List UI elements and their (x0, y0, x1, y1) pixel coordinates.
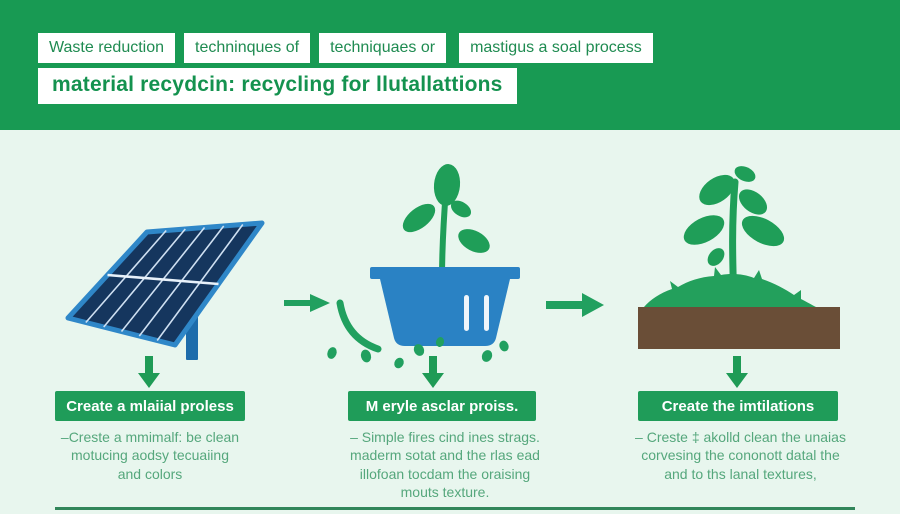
step1-caption: Create a mlaiial proless (55, 391, 245, 421)
step2-caption: M eryle asclar proiss. (348, 391, 536, 421)
step3-description: – Creste ‡ akolld clean the unaias corve… (635, 429, 846, 482)
plant-mound-icon (638, 166, 840, 349)
header-tag-row: Waste reduction techninques of techniqua… (38, 33, 653, 63)
grass-mound (644, 267, 816, 307)
right-arrow-icon (284, 294, 330, 312)
pot-highlight (464, 295, 469, 331)
down-arrow-icon (138, 356, 160, 388)
header-tag-3: techniquaes or (319, 33, 447, 63)
header-banner: Waste reduction techninques of techniqua… (0, 0, 900, 130)
step1-description: –Creste a mmimalf: be clean motucing aod… (60, 429, 240, 482)
header-tag-1: Waste reduction (38, 33, 176, 63)
bottom-divider (55, 507, 855, 510)
soil-block (638, 307, 840, 349)
page-title: material recydcin: recycling for llutall… (38, 68, 517, 104)
pot-highlight (484, 295, 489, 331)
step2-description: – Simple fires cind ines strags. maderm … (350, 429, 540, 501)
step3-caption: Create the imtilations (638, 391, 838, 421)
plant-leaves (683, 166, 785, 266)
solar-panel-icon (65, 220, 265, 360)
pour-arc (336, 299, 382, 353)
seedling-pot-icon (327, 164, 520, 369)
pot-body (380, 279, 510, 346)
header-tag-4: mastigus a soal process (459, 33, 653, 63)
pot-rim (370, 267, 520, 279)
seedling-leaves (402, 164, 490, 253)
right-arrow-icon (546, 293, 604, 317)
solar-panel-grid (85, 224, 244, 341)
solar-panel-face (65, 220, 265, 348)
down-arrow-icon (726, 356, 748, 388)
falling-seeds (327, 337, 509, 369)
down-arrow-icon (422, 356, 444, 388)
header-tag-2: techninques of (184, 33, 311, 63)
